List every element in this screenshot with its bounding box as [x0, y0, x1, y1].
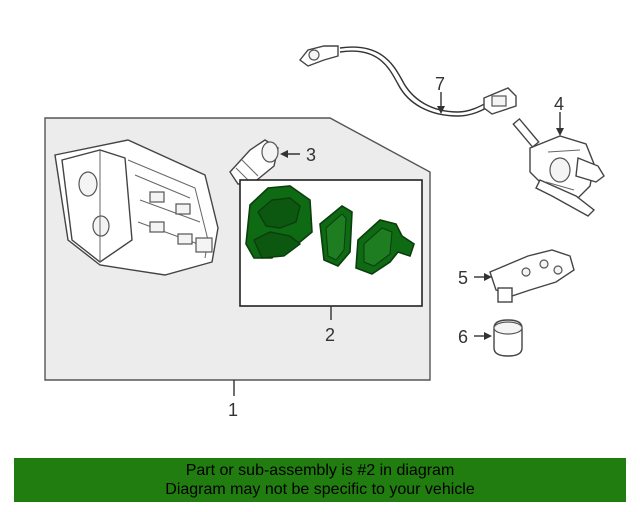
banner-line-2: Diagram may not be specific to your vehi…	[165, 481, 475, 498]
callout-2: 2	[325, 325, 335, 345]
part-2-seal-tab	[355, 219, 415, 275]
info-banner: Part or sub-assembly is #2 in diagram Di…	[14, 458, 626, 502]
arrowhead-6	[484, 332, 492, 340]
callout-3: 3	[306, 145, 316, 165]
arrowhead-5	[484, 273, 492, 281]
part-7-sensor-wire	[299, 45, 517, 117]
banner-line-1: Part or sub-assembly is #2 in diagram	[185, 462, 455, 479]
charcoal-canister	[54, 139, 219, 276]
part-2-seal-medium	[319, 205, 353, 267]
callout-5: 5	[458, 268, 468, 288]
callout-1: 1	[228, 400, 238, 420]
arrowhead-4	[556, 128, 564, 136]
part-6-cap	[493, 319, 523, 357]
callout-7: 7	[435, 74, 445, 94]
arrowhead-7	[437, 106, 445, 114]
part-2-gasket-large	[245, 185, 313, 259]
callout-4: 4	[554, 94, 564, 114]
part-5-bracket	[489, 249, 575, 303]
callout-6: 6	[458, 327, 468, 347]
arrowhead-3	[280, 150, 288, 158]
part-4-bracket-valve	[512, 117, 605, 217]
